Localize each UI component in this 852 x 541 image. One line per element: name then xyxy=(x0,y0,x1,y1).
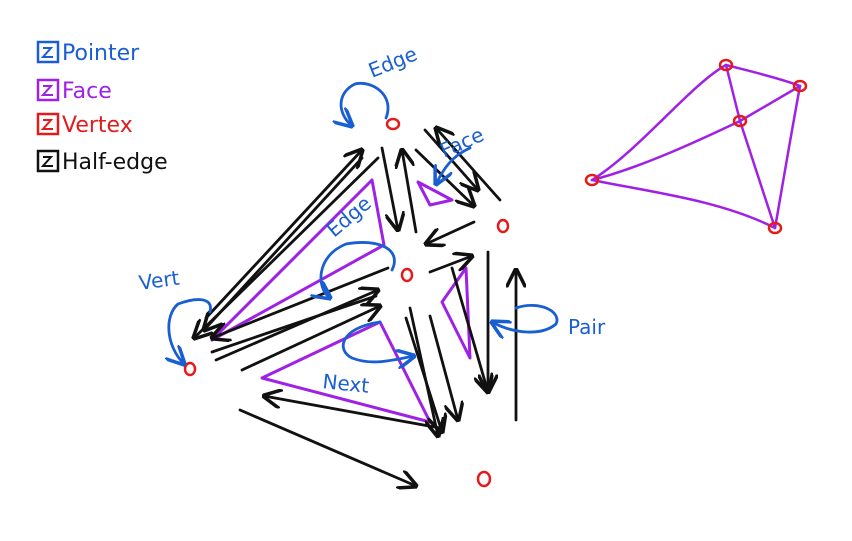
annotations: Edge Face Edge Vert Next Pair xyxy=(137,42,606,398)
vert-label: Vert xyxy=(137,266,181,295)
mesh-vertex-1 xyxy=(718,58,734,72)
half-edge-21 xyxy=(264,396,442,430)
mesh-edge-2 xyxy=(724,63,802,88)
pointers xyxy=(169,81,559,364)
half-edge-1 xyxy=(204,150,362,320)
vertex-top xyxy=(385,117,401,131)
vert-pointer xyxy=(169,298,212,364)
half-edge-11 xyxy=(212,266,390,338)
mesh-edge-7 xyxy=(773,84,802,230)
mesh-edge-1 xyxy=(590,63,728,182)
legend-label-vertex: Vertex xyxy=(62,113,133,138)
next-label: Next xyxy=(321,369,370,398)
legend-item-pointer: Pointer xyxy=(36,40,140,66)
legend-item-face: Face xyxy=(36,78,112,104)
face-top-right xyxy=(416,180,454,207)
mesh-vertices xyxy=(584,58,808,235)
legend-item-half-edge: Half-edge xyxy=(36,149,168,175)
half-edge-16 xyxy=(408,306,438,436)
face-swatch-mark xyxy=(40,85,54,96)
half-edge-13 xyxy=(210,294,378,354)
half-edge-9 xyxy=(426,220,476,244)
edge-pointer-top xyxy=(341,81,390,126)
half-edge-22 xyxy=(238,408,416,486)
face-swatch xyxy=(36,78,60,102)
vertex-bottom xyxy=(476,470,492,488)
face-right xyxy=(440,266,472,360)
mesh-vertex-3 xyxy=(732,114,748,128)
half-edge-swatch-mark xyxy=(40,156,54,167)
vertex-swatch-mark xyxy=(40,119,54,130)
half-edge-3 xyxy=(204,156,364,330)
half-edge-swatch xyxy=(36,149,60,173)
legend-label-pointer: Pointer xyxy=(62,41,140,66)
faces xyxy=(210,178,472,424)
mesh-vertex-4 xyxy=(584,173,600,187)
half-edge-17 xyxy=(428,314,458,420)
pair-pointer xyxy=(492,304,559,332)
half-edge-5 xyxy=(402,150,418,234)
face-left xyxy=(210,178,386,342)
edge-top-label: Edge xyxy=(365,42,421,83)
mesh-vertex-2 xyxy=(792,79,808,93)
legend-item-vertex: Vertex xyxy=(36,112,133,138)
half-edge-18 xyxy=(450,266,488,392)
mesh-edge-6 xyxy=(738,119,777,230)
vertex-left xyxy=(183,361,197,377)
vertex-swatch xyxy=(36,112,60,136)
half-edge-4 xyxy=(380,146,398,230)
face-bottom xyxy=(260,320,432,424)
mesh-edge-3 xyxy=(724,63,742,123)
legend-label-half-edge: Half-edge xyxy=(62,150,168,175)
legend-label-face: Face xyxy=(62,79,112,104)
vertices xyxy=(183,117,510,488)
mesh-edge-5 xyxy=(590,119,742,182)
pointer-swatch-mark xyxy=(40,47,54,58)
half-edge-10 xyxy=(428,256,472,274)
half-edge-7 xyxy=(436,128,502,202)
mesh-vertex-5 xyxy=(767,221,783,235)
next-pointer xyxy=(341,320,414,362)
half-edge-12 xyxy=(214,290,378,362)
half-edges xyxy=(194,128,516,486)
edge-mid-label: Edge xyxy=(322,191,376,242)
pointer-swatch xyxy=(36,40,60,64)
face-pointer xyxy=(436,146,472,184)
legend: Pointer Face Vertex Half-edge xyxy=(36,40,168,175)
vertex-center xyxy=(400,267,414,283)
mesh-edge-8 xyxy=(590,178,777,230)
vertex-right xyxy=(496,218,510,234)
edge-pointer-mid xyxy=(321,241,396,298)
mesh-example xyxy=(584,58,808,235)
mesh-edge-4 xyxy=(738,84,802,123)
mesh-edges xyxy=(590,63,802,230)
pair-label: Pair xyxy=(568,315,606,339)
half-edge-14 xyxy=(240,306,380,372)
